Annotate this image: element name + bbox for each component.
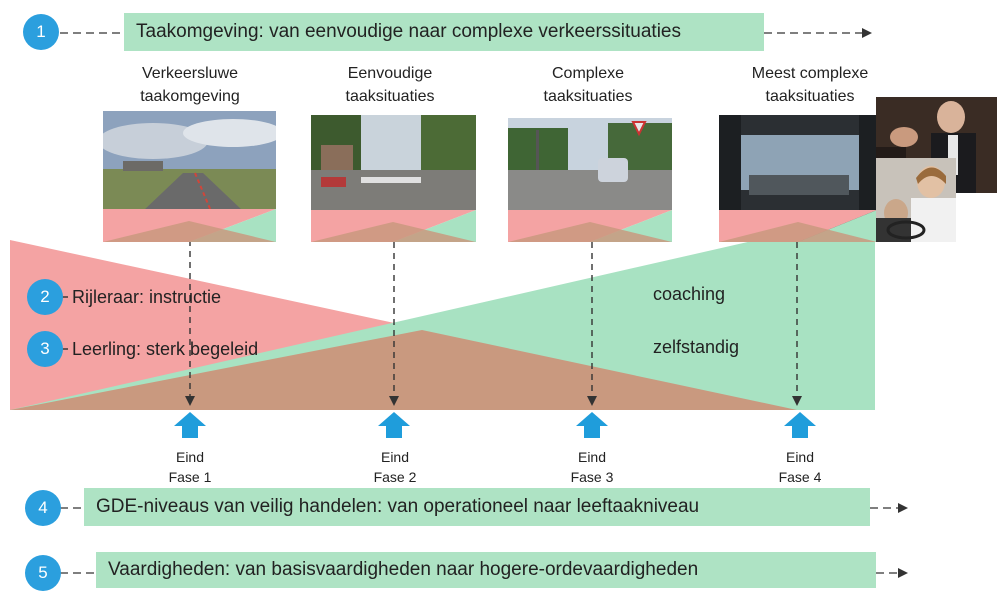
coaching-wedge: [10, 213, 875, 410]
skills-banner: Vaardigheden: van basisvaardigheden naar…: [96, 552, 876, 588]
learner-label: Leerling: sterk begeleid: [72, 339, 259, 359]
photo-quiet-road: [103, 111, 276, 242]
phase4-arrow-icon: [784, 412, 816, 438]
step5-circle: 5: [25, 555, 61, 591]
task-environment-banner: Taakomgeving: van eenvoudige naar comple…: [124, 13, 764, 51]
step3-circle: 3: [27, 331, 63, 367]
phase1-connector-head: [185, 396, 195, 406]
step5-arrowhead: [898, 568, 908, 578]
independent-label: zelfstandig: [653, 337, 740, 357]
phase3-connector-head: [587, 396, 597, 406]
step2-circle: 2: [27, 279, 63, 315]
step4-arrowhead: [898, 503, 908, 513]
coaching-label: coaching: [653, 284, 726, 304]
photo-simple-situation: [311, 115, 476, 242]
photo-most-complex-situation: [719, 115, 877, 242]
step1-arrowhead: [862, 28, 872, 38]
step4-circle: 4: [25, 490, 61, 526]
overlap-wedge: [10, 330, 797, 410]
phase2-arrow-icon: [378, 412, 410, 438]
phase3-arrow-icon: [576, 412, 608, 438]
step1-circle: 1: [23, 14, 59, 50]
photo-car-interior: [876, 158, 956, 242]
photo-complex-situation: [508, 118, 672, 242]
phase1-arrow-icon: [174, 412, 206, 438]
gde-levels-banner: GDE-niveaus van veilig handelen: van ope…: [84, 488, 870, 526]
phase2-connector-head: [389, 396, 399, 406]
phase4-connector-head: [792, 396, 802, 406]
instructor-label: Rijleraar: instructie: [72, 287, 222, 307]
